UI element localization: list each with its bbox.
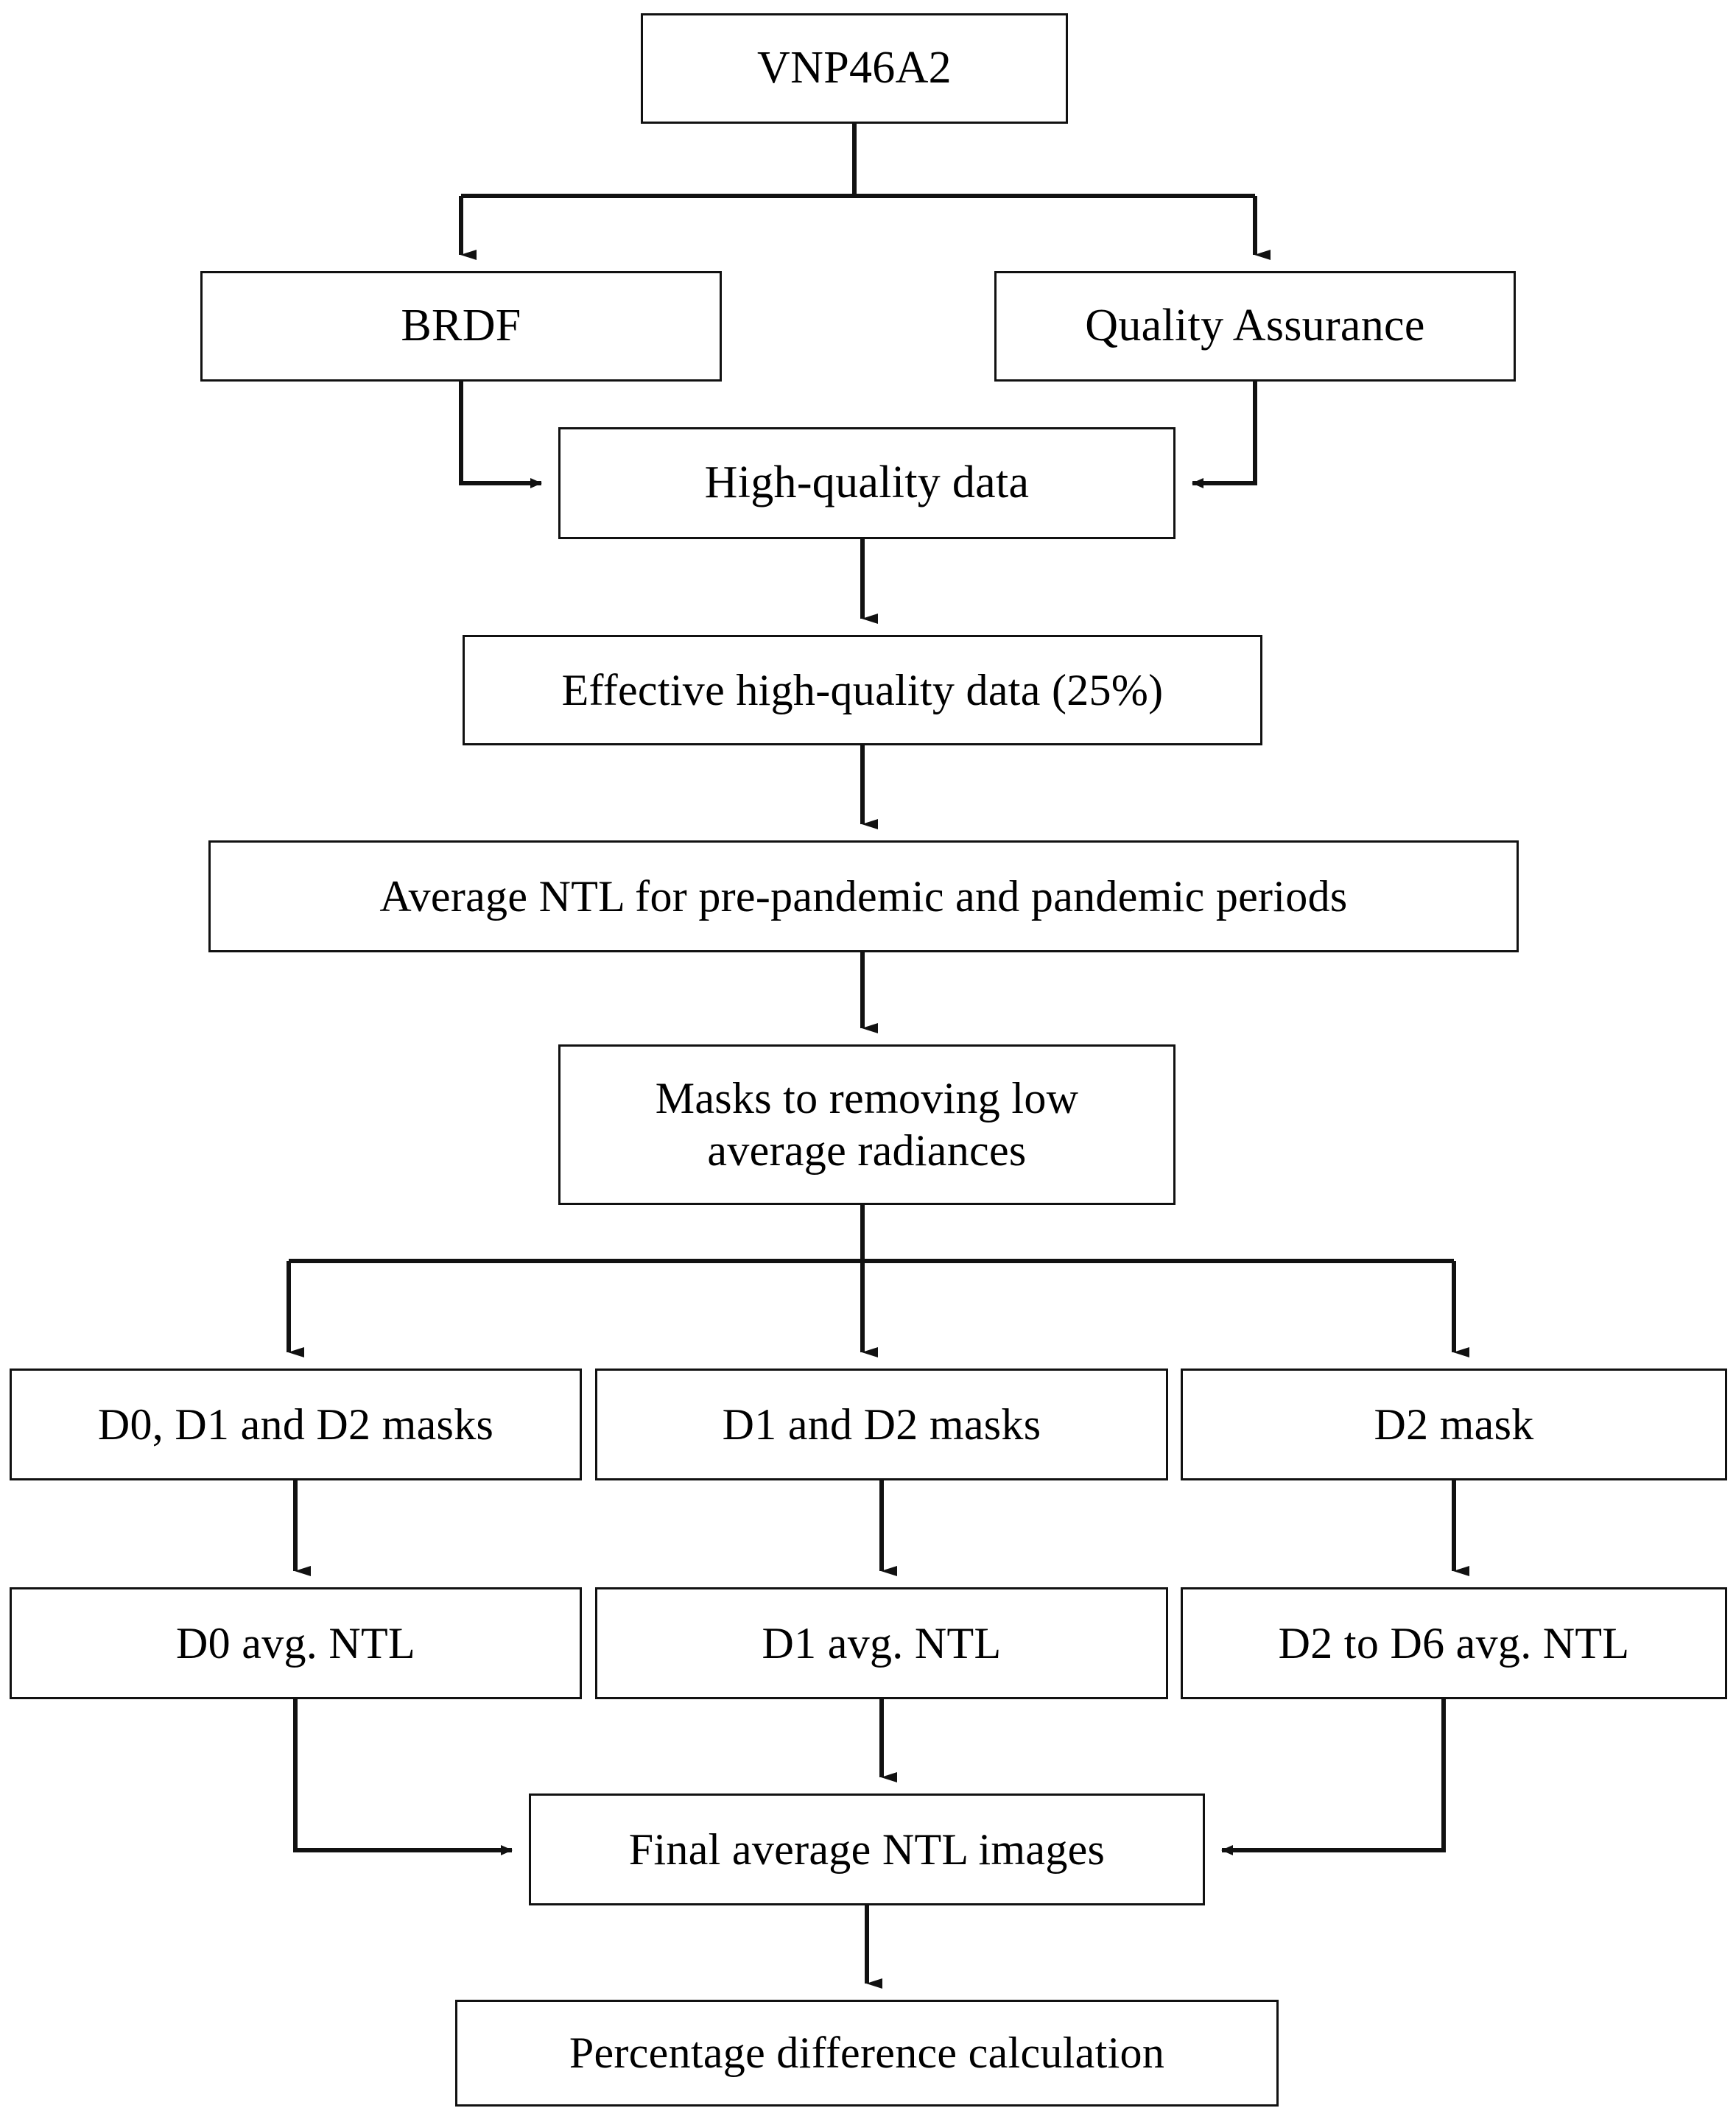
edge-d2d6avg-to-final — [1221, 1699, 1446, 1855]
node-label: D0, D1 and D2 masks — [97, 1399, 494, 1449]
node-label: D0 avg. NTL — [176, 1618, 415, 1668]
node-label: Effective high-quality data (25%) — [561, 665, 1164, 714]
node-effective-high-quality-data[interactable]: Effective high-quality data (25%) — [463, 635, 1262, 745]
node-d1-avg-ntl[interactable]: D1 avg. NTL — [595, 1587, 1168, 1699]
node-label: D2 mask — [1374, 1399, 1534, 1449]
node-quality-assurance[interactable]: Quality Assurance — [994, 271, 1516, 382]
node-d2-mask[interactable]: D2 mask — [1181, 1369, 1727, 1480]
node-average-ntl-periods[interactable]: Average NTL for pre-pandemic and pandemi… — [208, 840, 1519, 952]
node-brdf[interactable]: BRDF — [200, 271, 722, 382]
edge-d0avg-to-final — [293, 1699, 513, 1855]
node-label: D1 and D2 masks — [722, 1399, 1041, 1449]
node-label: BRDF — [401, 301, 521, 351]
node-vnp46a2[interactable]: VNP46A2 — [641, 13, 1068, 124]
node-high-quality-data[interactable]: High-quality data — [558, 427, 1176, 539]
node-percentage-difference-calculation[interactable]: Percentage difference calculation — [455, 2000, 1279, 2107]
node-label: High-quality data — [704, 457, 1030, 508]
node-label: Final average NTL images — [628, 1824, 1106, 1874]
node-d0-avg-ntl[interactable]: D0 avg. NTL — [10, 1587, 582, 1699]
node-label: Quality Assurance — [1085, 301, 1425, 351]
edge-brdf-to-high-quality — [459, 382, 542, 488]
node-label: D1 avg. NTL — [762, 1618, 1002, 1668]
node-masks-removing-low-radiances[interactable]: Masks to removing low average radiances — [558, 1044, 1176, 1205]
edge-quality-to-high-quality — [1192, 382, 1257, 488]
node-d2-to-d6-avg-ntl[interactable]: D2 to D6 avg. NTL — [1181, 1587, 1727, 1699]
node-label: VNP46A2 — [757, 43, 952, 94]
node-final-average-ntl-images[interactable]: Final average NTL images — [529, 1793, 1205, 1905]
node-label: Percentage difference calculation — [569, 2028, 1165, 2078]
node-d1-d2-masks[interactable]: D1 and D2 masks — [595, 1369, 1168, 1480]
node-label: D2 to D6 avg. NTL — [1278, 1618, 1630, 1668]
node-d0-d1-d2-masks[interactable]: D0, D1 and D2 masks — [10, 1369, 582, 1480]
node-label: Average NTL for pre-pandemic and pandemi… — [379, 871, 1348, 921]
node-label: Masks to removing low average radiances — [655, 1074, 1079, 1175]
